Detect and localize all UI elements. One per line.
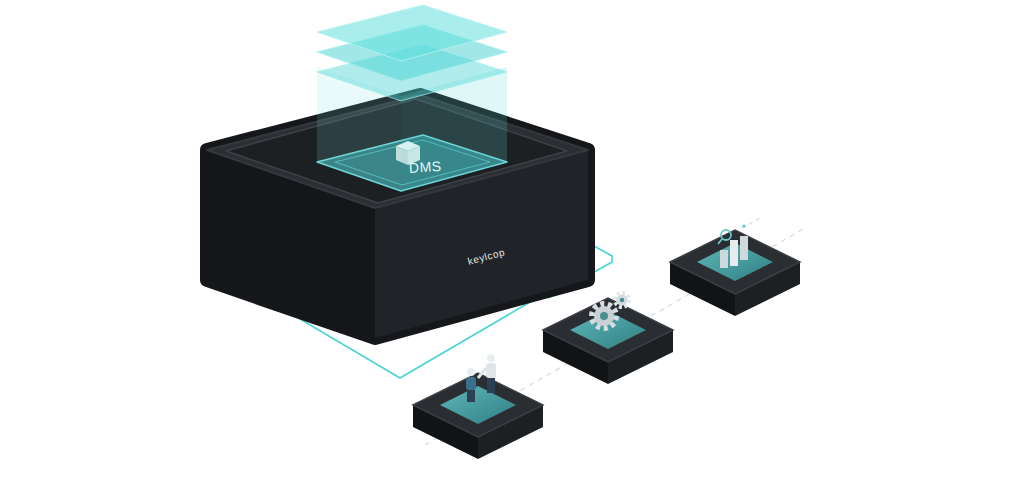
person-body xyxy=(466,377,476,390)
gear-body xyxy=(594,306,614,326)
chart-platform xyxy=(670,224,800,316)
platform-top xyxy=(413,373,543,437)
dashed-guide xyxy=(735,218,760,232)
gears-platform xyxy=(543,293,673,384)
people-platform xyxy=(413,354,543,459)
glass-prism xyxy=(317,67,507,191)
person-figure xyxy=(478,354,496,393)
gear-icon xyxy=(592,293,629,328)
gear-teeth xyxy=(615,293,629,307)
glass-layer xyxy=(317,25,507,81)
person-body xyxy=(486,363,496,378)
platform-top xyxy=(543,298,673,362)
cube-side xyxy=(396,146,408,165)
gear-teeth xyxy=(592,304,616,328)
glass-layers xyxy=(317,5,507,101)
box-rim xyxy=(226,99,567,203)
platform-panel xyxy=(440,386,516,424)
bar-chart-icon xyxy=(718,224,748,268)
gear-hole xyxy=(620,298,624,302)
chart-bar xyxy=(740,236,748,260)
gear-body xyxy=(617,295,628,306)
dashed-guide xyxy=(425,228,805,445)
person-arm xyxy=(478,368,486,378)
person-head xyxy=(487,354,495,362)
platform-top xyxy=(670,230,800,294)
person-figure xyxy=(466,368,476,402)
panel-frame xyxy=(335,140,490,185)
panel-top xyxy=(317,135,507,191)
glass-face xyxy=(401,67,507,191)
box-top xyxy=(207,95,588,208)
glass-layer xyxy=(317,5,507,61)
glass-face xyxy=(317,67,401,191)
glass-layer xyxy=(317,45,507,101)
chart-dot xyxy=(742,224,745,227)
magnifier-handle xyxy=(718,239,722,244)
box-outline xyxy=(207,95,588,338)
chart-bar xyxy=(720,250,728,268)
panel-label: DMS xyxy=(409,159,443,175)
gear-hole xyxy=(600,312,608,320)
node-outline xyxy=(200,85,600,365)
magnifier xyxy=(721,230,731,240)
person-legs xyxy=(487,378,495,393)
dms-panel: DMS xyxy=(317,135,507,191)
person-legs xyxy=(467,390,475,402)
chart-bar xyxy=(730,240,738,266)
person-head xyxy=(467,368,475,376)
server-box: keylcopDMS xyxy=(200,85,600,365)
